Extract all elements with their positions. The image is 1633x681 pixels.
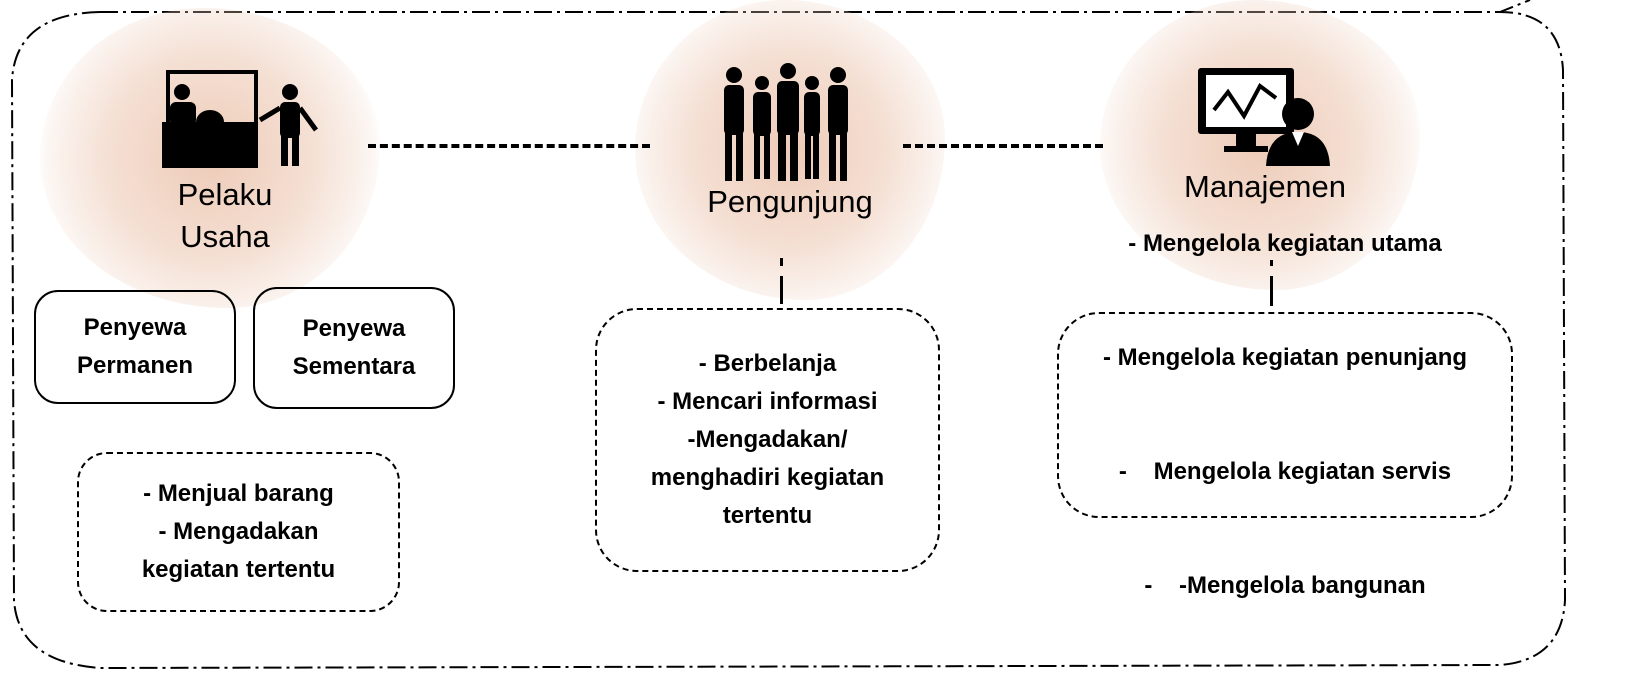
vendor-booth-icon: [162, 70, 319, 168]
visitors-group-icon: [724, 63, 848, 181]
role-label-pengunjung: Pengunjung: [707, 184, 873, 219]
penyewa-permanen-line1: Penyewa: [83, 314, 187, 341]
role-label-manajemen: Manajemen: [1184, 169, 1346, 204]
manajemen-blob: [1100, 0, 1420, 290]
pengunjung-activity-line2: - Mencari informasi: [657, 388, 878, 415]
penyewa-sementara-line2: Sementara: [292, 353, 416, 380]
manajemen-activity-line3: - Mengelola kegiatan servis: [1118, 458, 1452, 485]
pengunjung-activity-line3: -Mengadakan/: [687, 426, 848, 453]
pelaku-activity-line1: - Menjual barang: [143, 480, 334, 507]
pengunjung-activities-box: - Berbelanja - Mencari informasi -Mengad…: [595, 308, 940, 572]
penyewa-sementara-box: Penyewa Sementara: [253, 287, 455, 409]
connector-pelaku-pengunjung: [368, 144, 650, 148]
manajemen-activity-line2: - Mengelola kegiatan penunjang: [1102, 344, 1468, 371]
connector-manajemen-down: [1270, 260, 1273, 266]
pengunjung-activity-line1: - Berbelanja: [698, 350, 837, 377]
manajemen-activities-box: - Mengelola kegiatan utama - Mengelola k…: [1057, 230, 1513, 599]
pengunjung-activity-line5: tertentu: [722, 502, 813, 529]
connector-pengunjung-down-2: [780, 276, 783, 304]
connector-pengunjung-down: [780, 258, 783, 266]
pelaku-activity-line3: kegiatan tertentu: [141, 556, 336, 583]
manajemen-activity-line1: - Mengelola kegiatan utama: [1128, 230, 1442, 257]
role-label-pelaku-line1: Pelaku: [177, 177, 273, 212]
role-label-pelaku-line2: Usaha: [180, 219, 270, 254]
penyewa-permanen-box: Penyewa Permanen: [34, 290, 236, 404]
penyewa-sementara-line1: Penyewa: [302, 315, 406, 342]
pelaku-activity-line2: - Mengadakan: [158, 518, 319, 545]
connector-manajemen-down-2: [1270, 276, 1273, 306]
manager-monitor-icon: [1198, 68, 1330, 166]
manajemen-activity-line4: - -Mengelola bangunan: [1144, 572, 1426, 599]
pelaku-activities-box: - Menjual barang - Mengadakan kegiatan t…: [77, 452, 400, 612]
connector-pengunjung-manajemen: [903, 144, 1103, 148]
penyewa-permanen-line2: Permanen: [76, 352, 194, 379]
role-label-pelaku: Pelaku Usaha: [145, 174, 305, 258]
pengunjung-activity-line4: menghadiri kegiatan: [650, 464, 885, 491]
